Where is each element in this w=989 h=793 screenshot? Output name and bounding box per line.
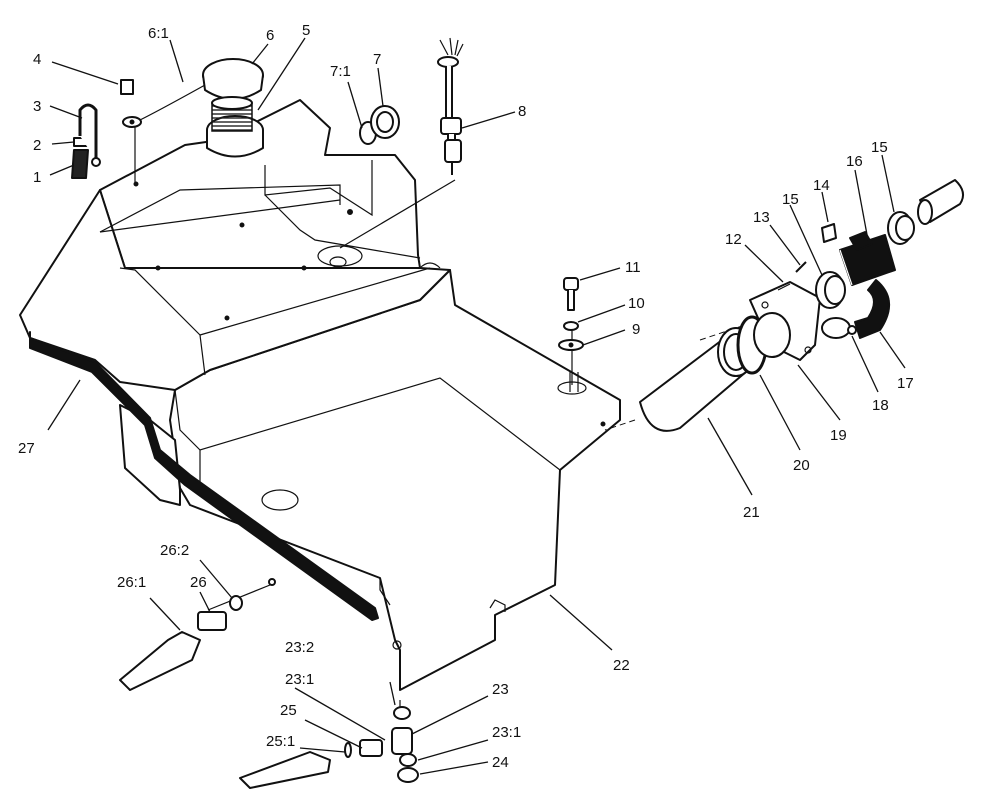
callout-21: 21	[743, 504, 760, 521]
callout-14: 14	[813, 177, 830, 194]
grommet-7	[359, 105, 400, 145]
callout-25-1: 25:1	[266, 733, 295, 750]
callout-12: 12	[725, 231, 742, 248]
callout-1: 1	[33, 169, 41, 186]
callout-26: 26	[190, 574, 207, 591]
callout-15a: 15	[782, 191, 799, 208]
callout-16: 16	[846, 153, 863, 170]
callout-6-1: 6:1	[148, 25, 169, 42]
edge-trim	[29, 331, 379, 621]
callout-26-1: 26:1	[117, 574, 146, 591]
hose-elbow	[854, 279, 890, 339]
callout-23-2: 23:2	[285, 639, 314, 656]
callout-23-1a: 23:1	[285, 671, 314, 688]
drain-fitting	[391, 706, 419, 783]
fitting-25	[344, 739, 383, 758]
hose-clamp-18	[821, 317, 857, 339]
callout-3: 3	[33, 98, 41, 115]
callout-24: 24	[492, 754, 509, 771]
callout-6: 6	[266, 27, 274, 44]
callout-13: 13	[753, 209, 770, 226]
hose-clamp-a	[815, 271, 846, 309]
callout-23: 23	[492, 681, 509, 698]
callout-27: 27	[18, 440, 35, 457]
callout-15b: 15	[871, 139, 888, 156]
bolt-11	[558, 277, 584, 351]
callout-10: 10	[628, 295, 645, 312]
fitting-14	[821, 223, 837, 243]
fuel-line	[119, 631, 201, 691]
callout-8: 8	[518, 103, 526, 120]
fuel-tank	[19, 99, 621, 691]
shutoff-valve	[197, 578, 276, 631]
drain-hose	[239, 751, 331, 789]
callout-18: 18	[872, 397, 889, 414]
callout-17: 17	[897, 375, 914, 392]
callout-20: 20	[793, 457, 810, 474]
callout-11: 11	[625, 259, 641, 276]
callout-2: 2	[33, 137, 41, 154]
screw-13	[795, 261, 807, 273]
callout-labels: 1 2 3 4 5 6 6:1 7 7:1 8 9 10 11 12 13 14…	[18, 22, 914, 771]
callout-23-1b: 23:1	[492, 724, 521, 741]
strainer-housing	[749, 281, 821, 361]
callout-9: 9	[632, 321, 640, 338]
callout-7-1: 7:1	[330, 63, 351, 80]
fuel-cap	[139, 58, 264, 132]
callout-7: 7	[373, 51, 381, 68]
hose	[839, 231, 896, 286]
callout-4: 4	[33, 51, 41, 68]
callout-26-2: 26:2	[160, 542, 189, 559]
callout-25: 25	[280, 702, 297, 719]
leader-lines	[47, 37, 906, 775]
callout-5: 5	[302, 22, 310, 39]
callout-22: 22	[613, 657, 630, 674]
hose-clamp-b	[887, 211, 915, 245]
screw-12	[777, 283, 791, 291]
screw-4	[120, 79, 142, 128]
callout-19: 19	[830, 427, 847, 444]
fuel-sender	[437, 37, 464, 175]
